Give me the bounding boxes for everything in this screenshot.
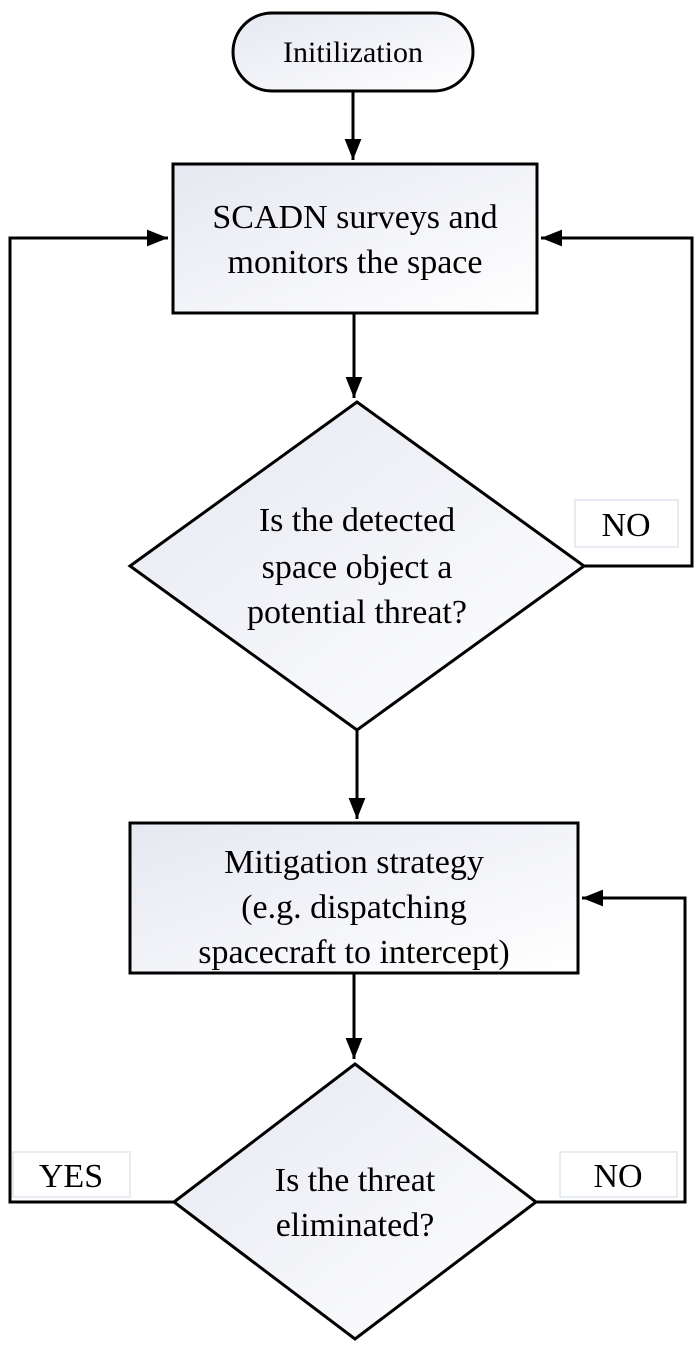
threat-label-line2: space object a	[262, 549, 453, 586]
edge-threat-no-loop	[541, 229, 694, 568]
eliminated-no-label: NO	[593, 1158, 642, 1195]
mitigation-process-box	[128, 821, 580, 975]
edge-eliminated-no-loop	[536, 889, 687, 1204]
survey-label-line2: monitors the space	[228, 244, 483, 281]
edge-eliminated-yes-loop	[8, 229, 176, 1204]
mitigation-label-line1: Mitigation strategy	[224, 844, 484, 881]
eliminated-yes-label-box	[12, 1151, 131, 1198]
start-terminator	[231, 11, 475, 93]
eliminated-no-label-box	[559, 1151, 678, 1198]
eliminated-label-line1: Is the threat	[275, 1162, 436, 1199]
eliminated-yes-label: YES	[39, 1158, 103, 1195]
survey-process-box	[171, 162, 539, 315]
eliminated-label-line2: eliminated?	[276, 1207, 435, 1244]
eliminated-decision-diamond	[171, 1062, 539, 1341]
mitigation-label-line2: (e.g. dispatching	[241, 889, 467, 926]
threat-decision-diamond	[127, 400, 587, 732]
threat-label-line3: potential threat?	[247, 594, 467, 631]
survey-label-line1: SCADN surveys and	[212, 199, 497, 236]
threat-label-line1: Is the detected	[259, 502, 455, 539]
start-label: Initilization	[283, 36, 423, 69]
threat-no-label: NO	[601, 507, 650, 544]
threat-no-label-box	[574, 499, 679, 548]
mitigation-label-line3: spacecraft to intercept)	[198, 934, 509, 971]
